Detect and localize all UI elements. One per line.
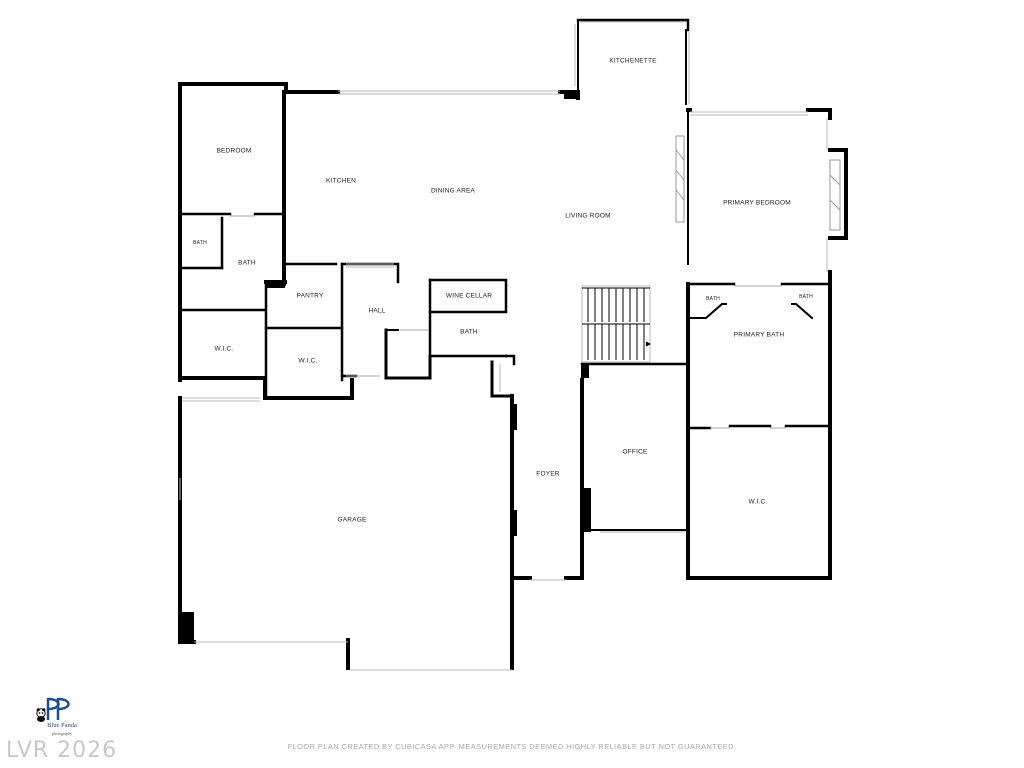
room-label-bath-small: BATH xyxy=(193,240,207,246)
panda-icon xyxy=(36,708,46,722)
room-label-foyer: FOYER xyxy=(536,470,560,478)
wall-blocks xyxy=(178,90,591,642)
room-label-kitchen: KITCHEN xyxy=(326,177,356,185)
wall xyxy=(791,303,814,320)
room-label-bath: BATH xyxy=(238,259,256,267)
room-label-primary-bath-right: BATH xyxy=(799,294,813,300)
wall-block xyxy=(178,612,194,642)
room-label-office: OFFICE xyxy=(622,448,648,456)
stair-arrow xyxy=(645,341,652,347)
wall-block xyxy=(581,488,591,532)
fireplace-line xyxy=(675,149,685,161)
wall xyxy=(428,278,508,312)
room-label-primary-bath: PRIMARY BATH xyxy=(733,331,785,339)
room-label-pantry: PANTRY xyxy=(296,292,324,300)
room-label-bedroom: BEDROOM xyxy=(216,147,252,155)
wall xyxy=(687,303,727,319)
wall-block xyxy=(564,90,578,99)
wall-block xyxy=(266,282,285,288)
bay-window xyxy=(829,159,841,231)
room-label-kitchenette: KITCHENETTE xyxy=(609,57,657,65)
fireplace-line xyxy=(675,189,685,201)
fireplace-line xyxy=(675,169,685,181)
room-label-primary-bedroom: PRIMARY BEDROOM xyxy=(723,199,791,207)
bay-window-line xyxy=(829,174,841,186)
bay-window-line xyxy=(829,199,841,211)
room-label-bath-center: BATH xyxy=(460,328,478,336)
logo-name: Blue Panda xyxy=(47,722,77,729)
logo-bp-letters xyxy=(46,697,70,720)
room-label-living-room: LIVING ROOM xyxy=(565,212,611,220)
staircase xyxy=(581,285,652,363)
fireplace xyxy=(675,135,685,223)
wall xyxy=(178,82,288,94)
room-label-primary-bath-left: BATH xyxy=(706,296,720,302)
blue-panda-logo xyxy=(36,697,70,722)
room-label-wic-right: W.I.C. xyxy=(748,498,768,506)
fireplace-outline xyxy=(675,135,685,223)
door-lines xyxy=(230,215,786,429)
room-label-hall: HALL xyxy=(368,307,386,315)
floor-plan-disclaimer: FLOOR PLAN CREATED BY CUBICASA APP. MEAS… xyxy=(287,742,737,751)
mls-watermark: LVR 2026 xyxy=(6,738,118,763)
wall xyxy=(828,148,848,240)
stair-treads xyxy=(582,287,650,360)
wall xyxy=(178,396,196,644)
room-label-wic-left: W.I.C. xyxy=(214,345,234,353)
room-label-garage: GARAGE xyxy=(337,516,367,524)
room-label-wine-cellar: WINE CELLAR xyxy=(445,292,493,300)
wall xyxy=(384,328,432,380)
wall xyxy=(490,360,514,398)
bay-window-outline xyxy=(829,159,841,231)
wall xyxy=(806,108,832,120)
wall xyxy=(564,378,584,580)
exterior-walls xyxy=(178,18,848,670)
room-label-wic-center: W.I.C. xyxy=(298,357,318,365)
wall-block xyxy=(512,404,517,430)
wall-block xyxy=(512,510,517,536)
wall xyxy=(576,18,690,32)
wall xyxy=(504,354,516,366)
windows xyxy=(179,21,828,671)
room-label-dining-area: DINING AREA xyxy=(430,187,476,195)
wall-block xyxy=(581,364,589,378)
logo-tagline: photography xyxy=(51,731,73,736)
